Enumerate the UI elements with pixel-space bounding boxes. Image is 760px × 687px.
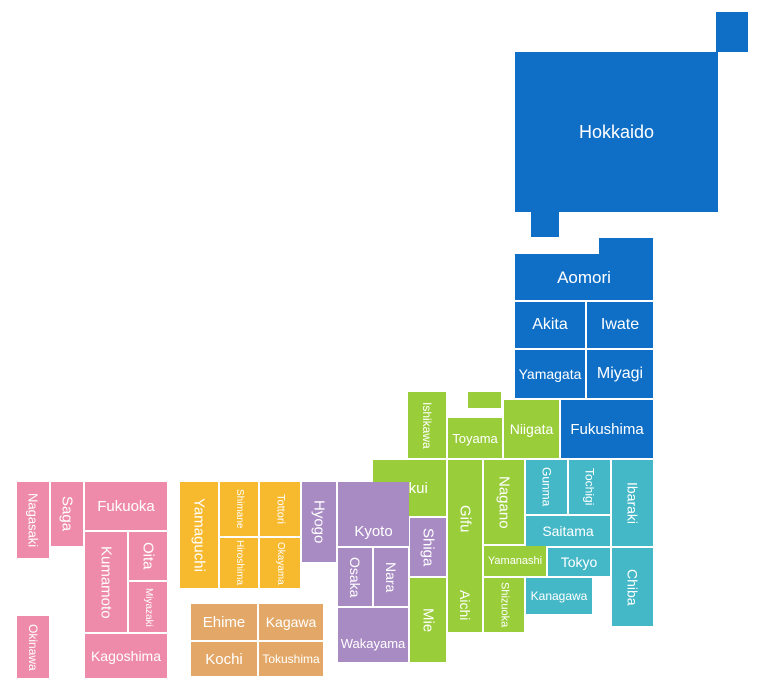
- region-ibaraki[interactable]: Ibaraki: [612, 460, 653, 546]
- region-nagano[interactable]: Nagano: [484, 460, 524, 544]
- hokkaido-island-fragment: [716, 12, 748, 52]
- region-yamanashi[interactable]: Yamanashi: [484, 546, 546, 576]
- hokkaido-label: Hokkaido: [578, 122, 655, 142]
- region-kumamoto[interactable]: Kumamoto: [85, 532, 127, 632]
- ibaraki-label: Ibaraki: [624, 481, 641, 525]
- nagano-label: Nagano: [495, 475, 513, 529]
- region-niigata[interactable]: Niigata: [504, 400, 559, 458]
- region-gifu[interactable]: Gifu: [448, 460, 482, 578]
- kochi-label: Kochi: [205, 650, 243, 668]
- sado-island-fragment: [468, 392, 501, 408]
- okinawa-label: Okinawa: [26, 623, 40, 671]
- nagasaki-label: Nagasaki: [25, 492, 41, 548]
- nara-label: Nara: [383, 561, 399, 593]
- region-oita[interactable]: Oita: [129, 532, 167, 580]
- kumamoto-label: Kumamoto: [97, 545, 115, 619]
- region-miyazaki[interactable]: Miyazaki: [129, 582, 167, 632]
- iwate-label: Iwate: [600, 316, 640, 333]
- miyazaki-label: Miyazaki: [143, 587, 154, 627]
- hiroshima-label: Hiroshima: [234, 540, 245, 586]
- ishikawa-label: Ishikawa: [420, 401, 434, 449]
- region-tottori[interactable]: Tottori: [260, 482, 300, 536]
- region-hyogo[interactable]: Hyogo: [302, 482, 336, 562]
- region-kagawa[interactable]: Kagawa: [259, 604, 323, 640]
- region-gunma[interactable]: Gunma: [526, 460, 567, 514]
- saitama-label: Saitama: [542, 523, 594, 539]
- shimane-label: Shimane: [234, 489, 245, 529]
- region-fukuoka[interactable]: Fukuoka: [85, 482, 167, 530]
- oita-label: Oita: [139, 542, 157, 570]
- region-kagoshima[interactable]: Kagoshima: [85, 634, 167, 678]
- aichi-label: Aichi: [457, 589, 473, 621]
- yamanashi-label: Yamanashi: [487, 554, 543, 567]
- tochigi-label: Tochigi: [582, 468, 597, 506]
- kanagawa-label: Kanagawa: [530, 589, 588, 603]
- region-nara[interactable]: Nara: [374, 548, 408, 606]
- region-fukushima[interactable]: Fukushima: [561, 400, 653, 458]
- yamagata-label: Yamagata: [518, 366, 582, 382]
- ehime-label: Ehime: [202, 613, 246, 631]
- gunma-label: Gunma: [539, 467, 554, 507]
- region-wakayama[interactable]: Wakayama: [338, 608, 408, 662]
- region-tokushima[interactable]: Tokushima: [259, 642, 323, 676]
- region-ishikawa[interactable]: Ishikawa: [408, 392, 446, 458]
- region-kyoto[interactable]: Kyoto: [338, 482, 409, 546]
- region-tokyo[interactable]: Tokyo: [548, 548, 610, 576]
- region-ehime[interactable]: Ehime: [191, 604, 257, 640]
- kagawa-label: Kagawa: [265, 614, 317, 630]
- region-osaka[interactable]: Osaka: [338, 548, 372, 606]
- okayama-label: Okayama: [275, 541, 286, 585]
- hyogo-label: Hyogo: [310, 500, 328, 544]
- yamaguchi-label: Yamaguchi: [190, 498, 208, 572]
- miyagi-label: Miyagi: [596, 365, 644, 382]
- region-akita[interactable]: Akita: [515, 302, 585, 348]
- akita-label: Akita: [532, 316, 568, 333]
- region-toyama[interactable]: Toyama: [448, 418, 502, 458]
- aomori-label: Aomori: [557, 267, 611, 287]
- kyoto-label: Kyoto: [354, 522, 393, 540]
- region-aomori[interactable]: Aomori: [515, 254, 653, 300]
- niigata-label: Niigata: [509, 421, 554, 437]
- region-okayama[interactable]: Okayama: [260, 538, 300, 588]
- shizuoka-label: Shizuoka: [498, 582, 511, 628]
- region-kanagawa[interactable]: Kanagawa: [526, 578, 592, 614]
- region-yamaguchi[interactable]: Yamaguchi: [180, 482, 218, 588]
- region-yamagata[interactable]: Yamagata: [515, 350, 585, 398]
- region-shizuoka[interactable]: Shizuoka: [484, 578, 524, 632]
- region-okinawa[interactable]: Okinawa: [17, 616, 49, 678]
- saga-label: Saga: [58, 496, 76, 532]
- region-aichi[interactable]: Aichi: [448, 578, 482, 632]
- wakayama-label: Wakayama: [340, 635, 406, 651]
- region-chiba[interactable]: Chiba: [612, 548, 653, 626]
- region-nagasaki[interactable]: Nagasaki: [17, 482, 49, 558]
- tokyo-label: Tokyo: [560, 554, 598, 570]
- region-saga[interactable]: Saga: [51, 482, 83, 546]
- region-kochi[interactable]: Kochi: [191, 642, 257, 676]
- region-shimane[interactable]: Shimane: [220, 482, 258, 536]
- fukushima-label: Fukushima: [570, 420, 644, 438]
- region-hiroshima[interactable]: Hiroshima: [220, 538, 258, 588]
- tottori-label: Tottori: [274, 494, 287, 524]
- toyama-label: Toyama: [452, 430, 498, 446]
- region-tochigi[interactable]: Tochigi: [569, 460, 610, 514]
- region-iwate[interactable]: Iwate: [587, 302, 653, 348]
- shiga-label: Shiga: [419, 527, 437, 567]
- chiba-label: Chiba: [624, 568, 641, 606]
- tokushima-label: Tokushima: [262, 652, 320, 666]
- region-mie[interactable]: Mie: [410, 578, 446, 662]
- gifu-label: Gifu: [456, 505, 474, 533]
- region-saitama[interactable]: Saitama: [526, 516, 610, 546]
- mie-label: Mie: [419, 607, 437, 633]
- region-hokkaido[interactable]: Hokkaido: [515, 52, 718, 212]
- fukuoka-label: Fukuoka: [97, 497, 155, 515]
- region-miyagi[interactable]: Miyagi: [587, 350, 653, 398]
- kagoshima-label: Kagoshima: [90, 648, 162, 664]
- osaka-label: Osaka: [347, 556, 363, 598]
- region-shiga[interactable]: Shiga: [410, 518, 446, 576]
- hokkaido-tail-fragment: [531, 210, 559, 237]
